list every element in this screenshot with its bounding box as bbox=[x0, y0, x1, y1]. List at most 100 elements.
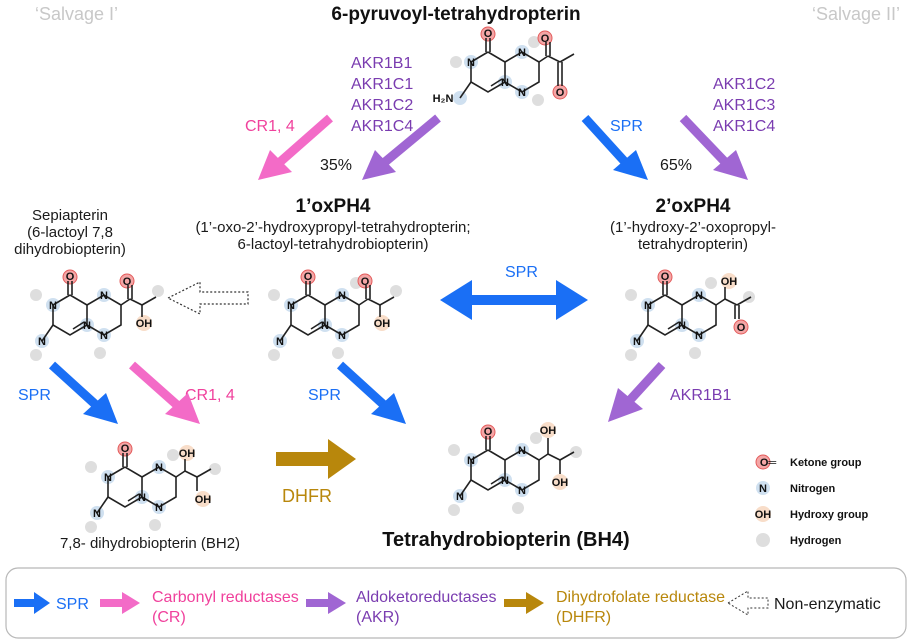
svg-text:N: N bbox=[287, 300, 295, 312]
svg-text:N: N bbox=[138, 492, 146, 504]
svg-text:Sepiapterin: Sepiapterin bbox=[32, 207, 108, 224]
svg-text:N: N bbox=[100, 330, 108, 342]
svg-text:N: N bbox=[155, 502, 163, 514]
svg-text:O: O bbox=[66, 271, 75, 283]
svg-text:AKR1C2: AKR1C2 bbox=[351, 97, 413, 114]
svg-text:(6-lactoyl 7,8: (6-lactoyl 7,8 bbox=[27, 224, 113, 241]
arrow-akr-right-low bbox=[608, 361, 666, 422]
arrow-spr-left-low bbox=[48, 361, 118, 424]
legend-cr-2: (CR) bbox=[152, 609, 186, 626]
akr-left-list: AKR1B1 AKR1C1 AKR1C2 AKR1C4 bbox=[351, 55, 413, 135]
enzyme-legend: SPR Carbonyl reductases (CR) Aldoketored… bbox=[5, 567, 907, 639]
hydroxy-key-label: Hydroxy group bbox=[790, 509, 869, 521]
svg-text:O: O bbox=[361, 276, 370, 288]
svg-text:AKR1C4: AKR1C4 bbox=[351, 118, 413, 135]
arrow-spr-top bbox=[581, 114, 648, 180]
bh4-title: Tetrahydrobiopterin (BH4) bbox=[382, 529, 629, 551]
svg-text:AKR1B1: AKR1B1 bbox=[351, 55, 412, 72]
svg-text:AKR1C4: AKR1C4 bbox=[713, 118, 775, 135]
pct-left: 35% bbox=[320, 157, 352, 174]
cr-top-label: CR1, 4 bbox=[245, 118, 295, 135]
hydrogen-key-label: Hydrogen bbox=[790, 535, 842, 547]
arrow-spr-center-low bbox=[336, 361, 406, 424]
svg-text:N: N bbox=[338, 330, 346, 342]
spr-mid-label: SPR bbox=[505, 264, 538, 281]
oxph4-1-sub-1: (1’-oxo-2’-hydroxypropyl-tetrahydropteri… bbox=[195, 219, 470, 236]
oxph4-2-sub-2: tetrahydropterin) bbox=[638, 236, 748, 253]
spr-left-low-label: SPR bbox=[18, 387, 51, 404]
arrow-cr-top bbox=[258, 114, 333, 180]
svg-text:N: N bbox=[456, 491, 464, 503]
svg-text:OH: OH bbox=[179, 448, 196, 460]
svg-text:N: N bbox=[93, 508, 101, 520]
spr-top-label: SPR bbox=[610, 118, 643, 135]
nitrogen-key-symbol: N bbox=[759, 483, 767, 495]
legend-dhfr-2: (DHFR) bbox=[556, 609, 611, 626]
svg-text:N: N bbox=[518, 445, 526, 457]
svg-text:OH: OH bbox=[195, 494, 212, 506]
molecule-1-oxph4: O N N N N N O OH bbox=[268, 269, 402, 361]
arrow-dhfr bbox=[276, 439, 356, 479]
svg-text:N: N bbox=[321, 320, 329, 332]
svg-text:O: O bbox=[661, 271, 670, 283]
arrow-akr-left-top bbox=[362, 114, 441, 180]
svg-text:H₂N: H₂N bbox=[433, 93, 454, 105]
svg-text:N: N bbox=[644, 300, 652, 312]
svg-text:N: N bbox=[633, 336, 641, 348]
molecule-bh4: O N N N N N OH OH bbox=[448, 422, 582, 516]
svg-text:dihydrobiopterin): dihydrobiopterin) bbox=[14, 241, 126, 258]
legend-cr-1: Carbonyl reductases bbox=[152, 589, 299, 606]
svg-text:O: O bbox=[737, 322, 746, 334]
svg-text:N: N bbox=[695, 290, 703, 302]
svg-text:AKR1C2: AKR1C2 bbox=[713, 76, 775, 93]
hydroxy-key-symbol: OH bbox=[755, 509, 772, 521]
svg-text:N: N bbox=[38, 336, 46, 348]
nitrogen-key-label: Nitrogen bbox=[790, 483, 836, 495]
ketone-key-label: Ketone group bbox=[790, 457, 862, 469]
arrow-cr-left-low bbox=[129, 361, 200, 424]
arrow-non-enzymatic bbox=[166, 281, 249, 315]
salvage-i-label: ‘Salvage I’ bbox=[35, 4, 118, 24]
svg-text:OH: OH bbox=[136, 318, 153, 330]
svg-text:AKR1C1: AKR1C1 bbox=[351, 76, 413, 93]
svg-text:N: N bbox=[501, 475, 509, 487]
svg-text:N: N bbox=[83, 320, 91, 332]
svg-text:N: N bbox=[104, 472, 112, 484]
svg-text:OH: OH bbox=[374, 318, 391, 330]
svg-text:N: N bbox=[49, 300, 57, 312]
svg-text:OH: OH bbox=[721, 276, 738, 288]
cr-left-low-label: CR1, 4 bbox=[185, 387, 235, 404]
atom-key: O═ Ketone group N Nitrogen OH Hydroxy gr… bbox=[755, 454, 869, 547]
svg-text:O: O bbox=[541, 33, 550, 45]
legend-akr-1: Aldoketoreductases bbox=[356, 589, 497, 606]
arrow-akr-right-top bbox=[679, 114, 748, 180]
salvage-ii-label: ‘Salvage II’ bbox=[812, 4, 900, 24]
dhfr-label: DHFR bbox=[282, 486, 332, 506]
svg-text:N: N bbox=[695, 330, 703, 342]
ketone-key-symbol: O═ bbox=[760, 457, 777, 469]
oxph4-1-title: 1’oxPH4 bbox=[296, 196, 371, 217]
oxph4-2-sub-1: (1’-hydroxy-2’-oxopropyl- bbox=[610, 219, 776, 236]
svg-text:AKR1C3: AKR1C3 bbox=[713, 97, 775, 114]
legend-spr: SPR bbox=[56, 596, 89, 613]
sepiapterin-label: Sepiapterin (6-lactoyl 7,8 dihydrobiopte… bbox=[14, 207, 126, 258]
legend-akr-2: (AKR) bbox=[356, 609, 400, 626]
svg-text:N: N bbox=[678, 320, 686, 332]
svg-text:N: N bbox=[100, 290, 108, 302]
legend-dhfr-1: Dihydrofolate reductase bbox=[556, 589, 725, 606]
svg-text:N: N bbox=[518, 47, 526, 59]
molecule-bh2: O N N N N N OH OH bbox=[85, 441, 221, 533]
svg-text:OH: OH bbox=[540, 425, 557, 437]
pct-right: 65% bbox=[660, 157, 692, 174]
svg-text:O: O bbox=[556, 87, 565, 99]
svg-text:O: O bbox=[484, 28, 493, 40]
svg-text:N: N bbox=[518, 485, 526, 497]
bh2-label: 7,8- dihydrobiopterin (BH2) bbox=[60, 535, 240, 552]
oxph4-1-sub-2: 6-lactoyl-tetrahydrobiopterin) bbox=[238, 236, 429, 253]
svg-text:N: N bbox=[276, 336, 284, 348]
svg-text:N: N bbox=[501, 77, 509, 89]
akr-right-list: AKR1C2 AKR1C3 AKR1C4 bbox=[713, 76, 775, 135]
svg-text:N: N bbox=[467, 57, 475, 69]
top-compound-title: 6-pyruvoyl-tetrahydropterin bbox=[331, 4, 580, 25]
